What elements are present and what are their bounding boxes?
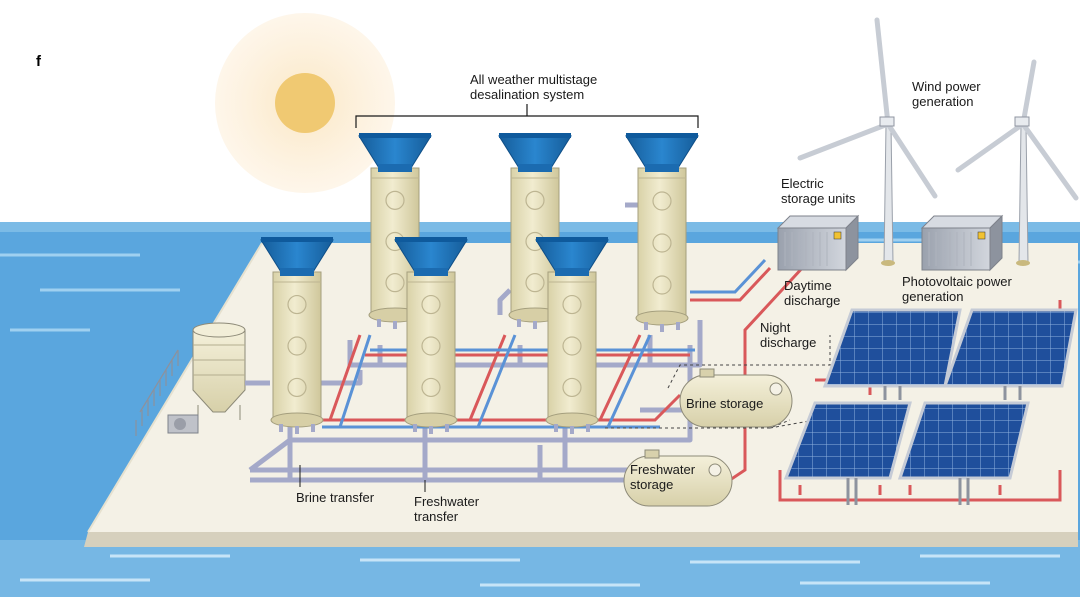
label-freshwater-transfer-line2: transfer xyxy=(414,509,459,524)
label-wind-line1: Wind power xyxy=(912,79,981,94)
label-night-line1: Night xyxy=(760,320,791,335)
label-pv-line2: generation xyxy=(902,289,963,304)
desalination-bracket xyxy=(355,104,699,128)
electric-storage-unit-left xyxy=(776,214,860,272)
desalination-column xyxy=(535,237,609,434)
desalination-column xyxy=(260,237,334,434)
desalination-columns xyxy=(260,133,699,434)
label-brine-storage: Brine storage xyxy=(686,396,763,411)
electric-storage-unit-right xyxy=(920,214,1004,272)
label-freshwater-transfer-line1: Freshwater xyxy=(414,494,480,509)
label-pv-line1: Photovoltaic power xyxy=(902,274,1013,289)
panel-letter: f xyxy=(36,53,42,70)
label-wind-line2: generation xyxy=(912,94,973,109)
label-electric-line1: Electric xyxy=(781,176,824,191)
brine-storage-tank xyxy=(679,368,793,428)
label-night-line2: discharge xyxy=(760,335,816,350)
desalination-column xyxy=(394,237,468,434)
storage-silo xyxy=(167,322,270,434)
label-desalination-line1: All weather multistage xyxy=(470,72,597,87)
label-daytime-line2: discharge xyxy=(784,293,840,308)
label-daytime-line1: Daytime xyxy=(784,278,832,293)
solar-panel-top-right xyxy=(942,308,1078,400)
solar-panel-bottom-left xyxy=(783,401,912,505)
wind-turbine-left xyxy=(797,17,938,266)
solar-panel-top-left xyxy=(822,308,962,400)
label-brine-transfer: Brine transfer xyxy=(296,490,375,505)
label-freshwater-storage-line1: Freshwater xyxy=(630,462,696,477)
label-leaders xyxy=(299,465,426,492)
wind-turbine-right xyxy=(955,59,1079,266)
solar-panel-bottom-right xyxy=(897,401,1030,505)
label-freshwater-storage-line2: storage xyxy=(630,477,673,492)
sun xyxy=(215,13,395,193)
freshwater-storage-tank xyxy=(623,449,733,507)
label-electric-line2: storage units xyxy=(781,191,856,206)
label-desalination-line2: desalination system xyxy=(470,87,584,102)
railing xyxy=(135,349,179,436)
desalination-column xyxy=(625,133,699,332)
